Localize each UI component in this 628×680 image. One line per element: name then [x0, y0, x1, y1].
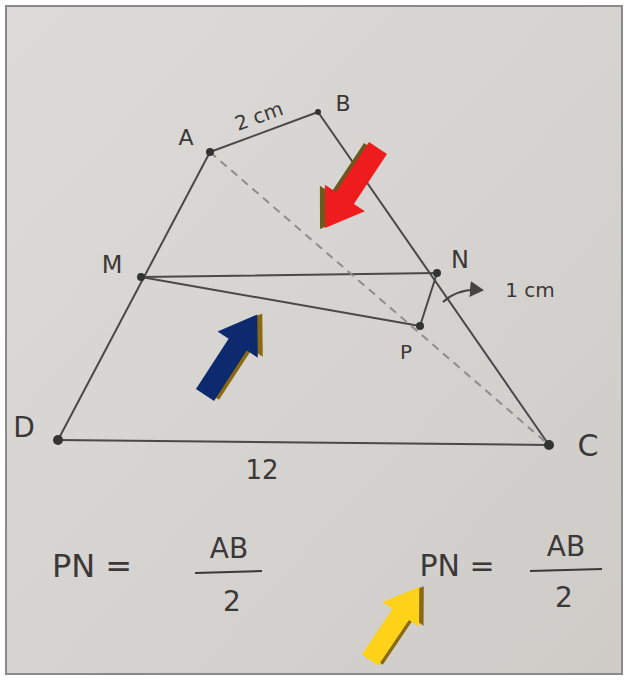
- point-label: B: [335, 93, 350, 115]
- blue-arrow: [185, 298, 283, 410]
- red-arrow: [300, 133, 398, 245]
- dimension-label: 1 cm: [505, 280, 555, 300]
- formula-text: 2: [555, 584, 573, 612]
- point-label: N: [451, 248, 469, 272]
- dashed-diagonal: [210, 152, 549, 445]
- point-label: M: [102, 253, 123, 277]
- formula-text: 2: [223, 588, 241, 616]
- formula-text: AB: [210, 535, 248, 563]
- point-label: C: [578, 431, 599, 461]
- formula-text: PN =: [419, 551, 494, 581]
- points: [53, 109, 554, 450]
- point-label: A: [178, 127, 193, 149]
- yellow-arrow: [352, 572, 442, 674]
- formula-text: PN =: [52, 550, 132, 582]
- dimension-label: 12: [245, 457, 278, 483]
- point-label: P: [400, 342, 412, 362]
- trapezoid-lines: [58, 112, 549, 445]
- point-label: D: [13, 414, 35, 442]
- leader-line: [443, 290, 482, 302]
- fraction-bars: [195, 569, 602, 573]
- paper: [6, 6, 622, 674]
- formula-text: AB: [547, 533, 585, 561]
